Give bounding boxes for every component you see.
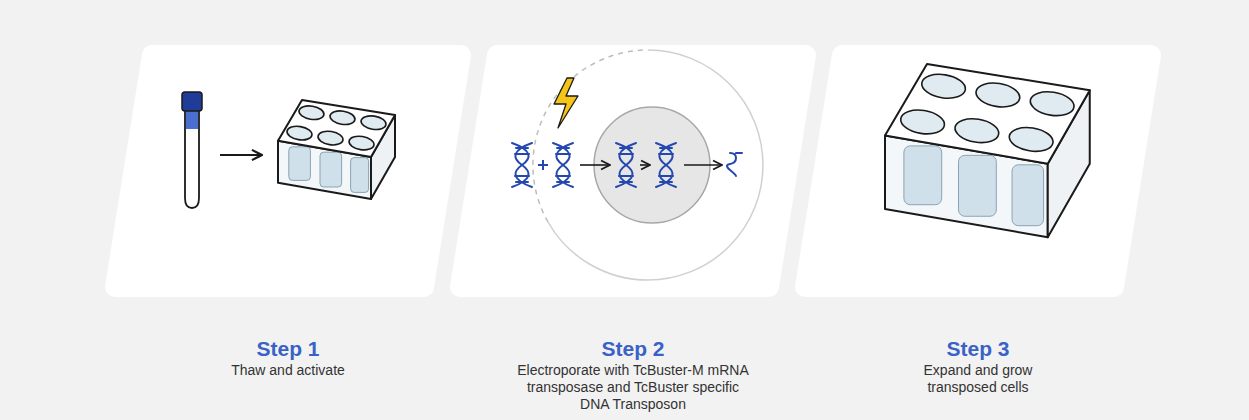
step-text: Step 1Thaw and activate <box>103 336 473 379</box>
step-description: Thaw and activate <box>188 362 388 379</box>
step-text: Step 3Expand and grow transposed cells <box>793 336 1163 396</box>
step-arrow <box>684 164 722 166</box>
step-title: Step 3 <box>793 336 1163 361</box>
step-title: Step 1 <box>103 336 473 361</box>
step-title: Step 2 <box>448 336 818 361</box>
step-description: Expand and grow transposed cells <box>912 362 1044 396</box>
test-tube <box>182 92 202 208</box>
step-arrow <box>220 154 262 156</box>
dna-symbol <box>656 143 676 187</box>
step-text: Step 2Electroporate with TcBuster-M mRNA… <box>448 336 818 413</box>
well-plate <box>278 100 395 199</box>
step-arrow <box>640 164 650 166</box>
dna-symbol <box>616 143 636 187</box>
step-arrow <box>580 164 610 166</box>
step-description: Electroporate with TcBuster-M mRNA trans… <box>517 362 749 413</box>
well-plate <box>885 64 1090 237</box>
